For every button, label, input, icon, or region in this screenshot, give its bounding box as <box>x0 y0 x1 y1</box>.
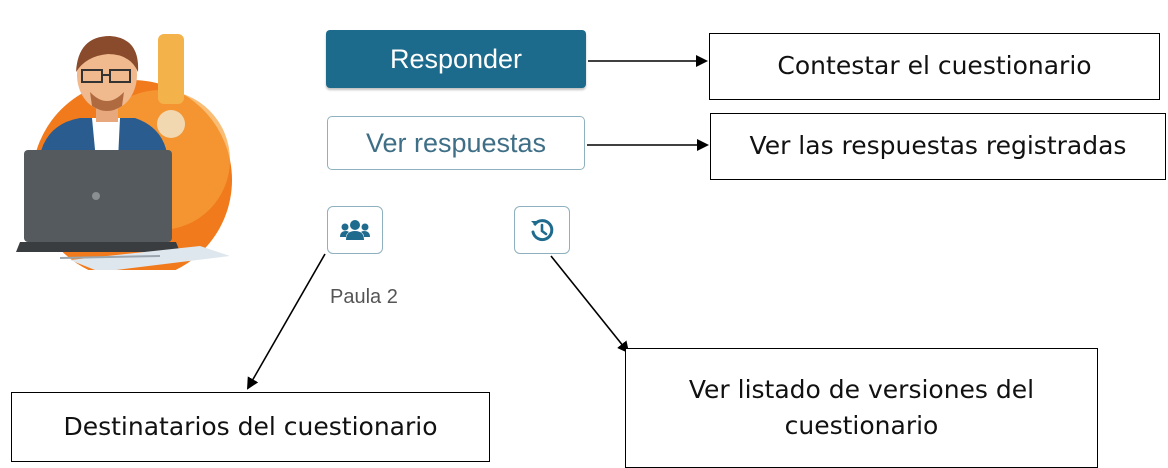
history-icon <box>531 219 554 242</box>
callout-versions: Ver listado de versiones del cuestionari… <box>625 348 1098 468</box>
user-name-label: Paula 2 <box>330 286 398 308</box>
arrow-recipients <box>247 253 326 390</box>
callout-recipients: Destinatarios del cuestionario <box>11 392 490 462</box>
callout-respond: Contestar el cuestionario <box>709 33 1160 100</box>
recipients-button[interactable] <box>327 206 383 254</box>
users-icon <box>340 220 370 240</box>
versions-history-button[interactable] <box>514 206 570 254</box>
user-illustration <box>16 34 232 270</box>
view-answers-button[interactable]: Ver respuestas <box>327 116 585 170</box>
callout-view-answers: Ver las respuestas registradas <box>710 113 1166 180</box>
exclamation-icon <box>158 34 184 104</box>
respond-button[interactable]: Responder <box>326 30 586 88</box>
arrow-versions <box>550 255 630 354</box>
